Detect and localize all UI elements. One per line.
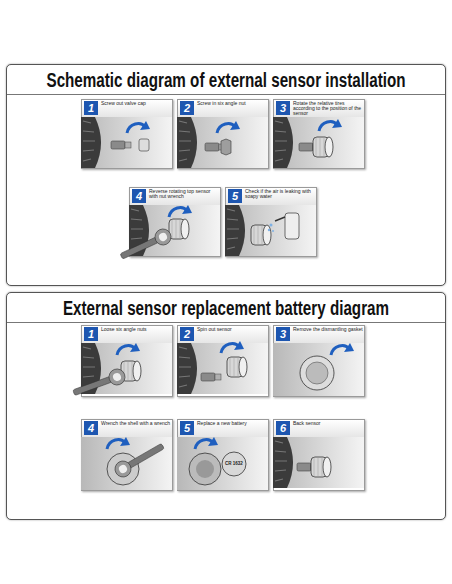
step-number: 2: [180, 327, 194, 341]
step-panel: 3Rotate the relative tires according to …: [273, 99, 365, 169]
section-frame: Schematic diagram of external sensor ins…: [6, 64, 446, 286]
step-number: 3: [276, 327, 290, 341]
step-instruction: Remove the dismantling gasket: [293, 327, 363, 332]
step-instruction: Screw out valve cap: [101, 101, 171, 106]
step-instruction: Back sensor: [293, 421, 363, 426]
step-number: 5: [180, 421, 194, 435]
title-rule: [7, 94, 445, 95]
step-number: 4: [84, 421, 98, 435]
step-instruction: Check if the air is leaking with soapy w…: [245, 189, 315, 199]
step-panel: 3Remove the dismantling gasket: [273, 325, 365, 397]
step-panel: 6Back sensor: [273, 419, 365, 491]
section-heading: Schematic diagram of external sensor ins…: [46, 69, 405, 91]
step-panel: 4Wrench the shell with a wrench: [81, 419, 173, 491]
step-number: 2: [180, 101, 194, 115]
section-frame: External sensor replacement battery diag…: [6, 292, 446, 520]
battery-label: CR 1632: [222, 461, 246, 467]
step-instruction: Spin out sensor: [197, 327, 267, 332]
step-instruction: Screw in six angle nut: [197, 101, 267, 106]
step-instruction: Replace a new battery: [197, 421, 267, 426]
step-number: 3: [276, 101, 290, 115]
step-panel: 2Spin out sensor: [177, 325, 269, 397]
step-panel: 5Check if the air is leaking with soapy …: [225, 187, 317, 257]
step-instruction: Rotate the relative tires according to t…: [293, 101, 363, 117]
step-panel: 1Screw out valve cap: [81, 99, 173, 169]
step-panel: 4Reverse rotating top sensor with nut wr…: [129, 187, 221, 257]
step-number: 1: [84, 327, 98, 341]
step-panel: 1Loose six angle nuts: [81, 325, 173, 397]
title-rule: [7, 322, 445, 323]
step-instruction: Reverse rotating top sensor with nut wre…: [149, 189, 219, 199]
step-number: 5: [228, 189, 242, 203]
step-instruction: Loose six angle nuts: [101, 327, 171, 332]
step-number: 6: [276, 421, 290, 435]
step-panel: 2Screw in six angle nut: [177, 99, 269, 169]
step-number: 1: [84, 101, 98, 115]
step-number: 4: [132, 189, 146, 203]
step-instruction: Wrench the shell with a wrench: [101, 421, 171, 426]
section-heading: External sensor replacement battery diag…: [63, 297, 389, 319]
step-panel: 5Replace a new battery: [177, 419, 269, 491]
